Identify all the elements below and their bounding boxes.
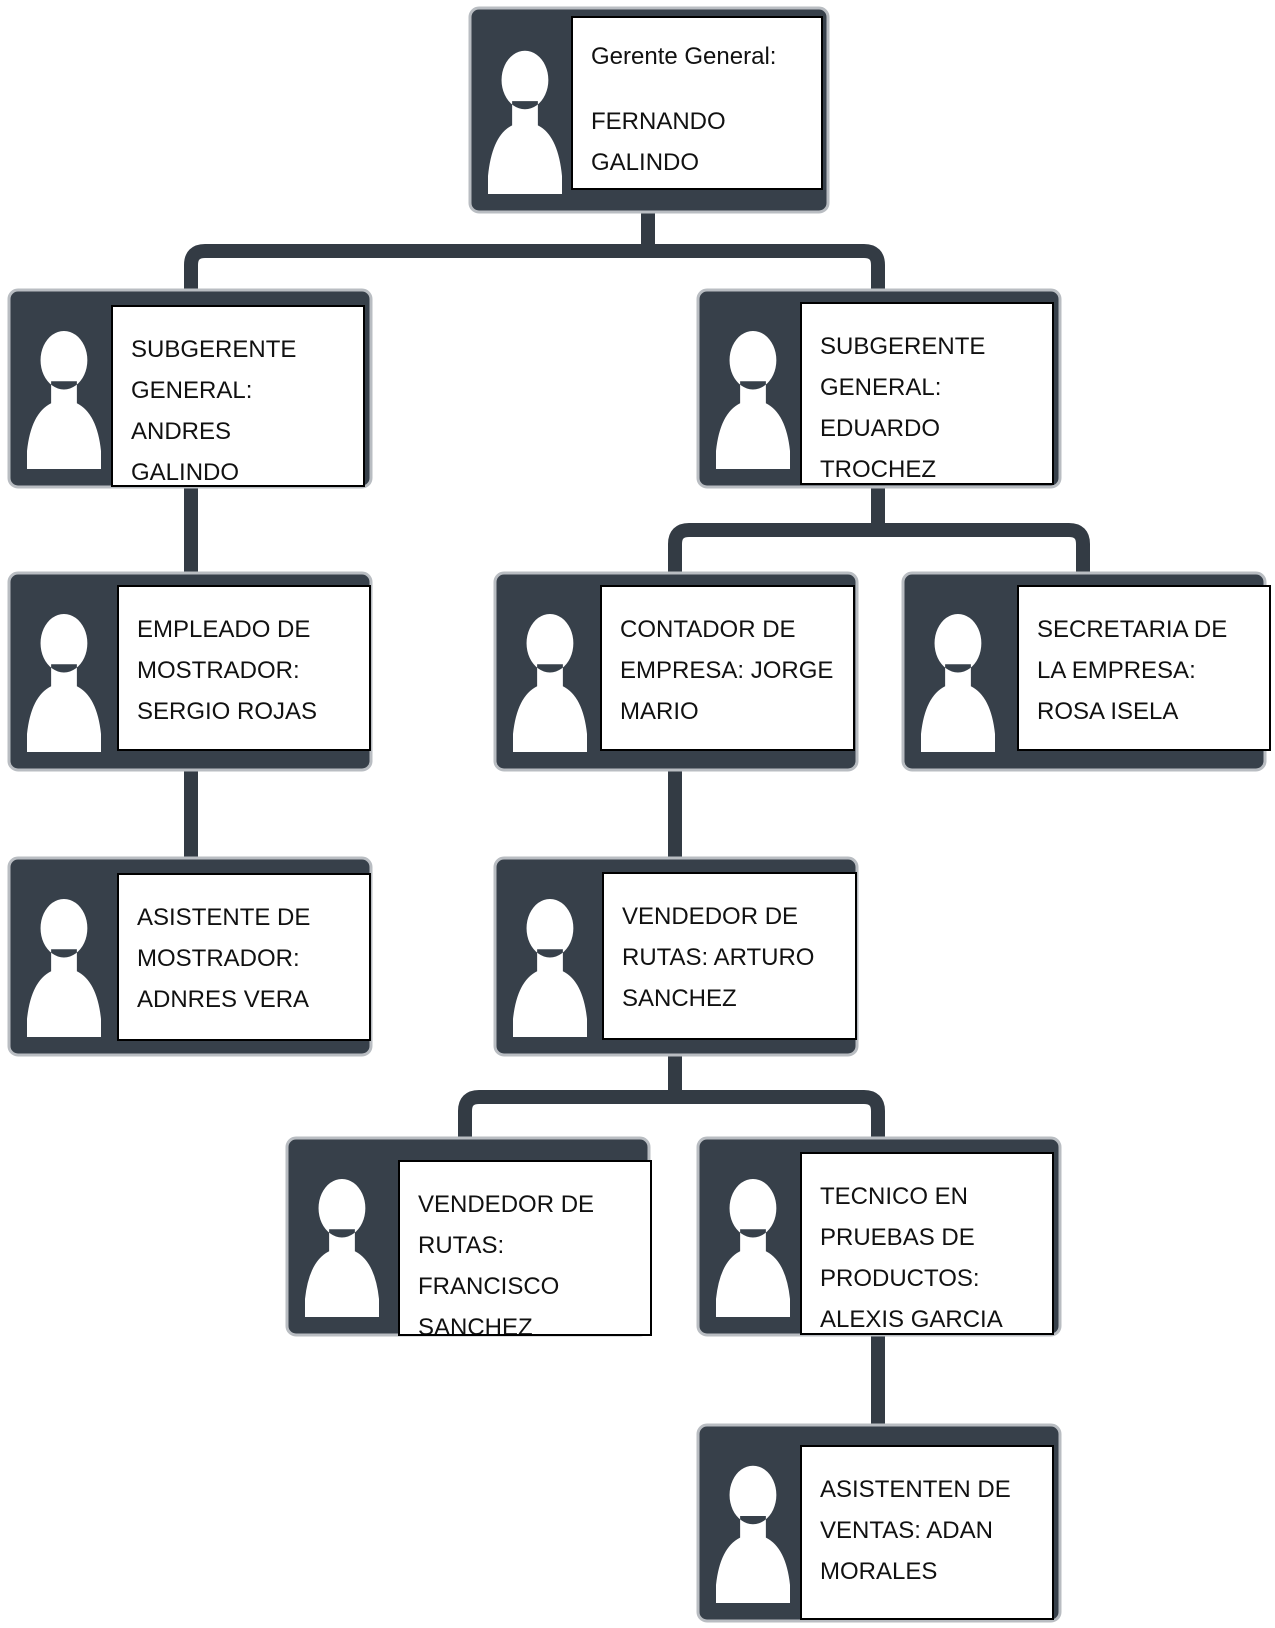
org-label-line: TROCHEZ xyxy=(820,456,936,483)
org-label-line: PRODUCTOS: xyxy=(820,1265,980,1292)
org-label-line: SUBGERENTE xyxy=(131,336,297,363)
org-label-line: ALEXIS GARCIA xyxy=(820,1306,1003,1333)
org-label-box: SECRETARIA DE LA EMPRESA: ROSA ISELA xyxy=(1017,585,1271,751)
org-label-line: MOSTRADOR: xyxy=(137,657,300,684)
org-label-line: MARIO xyxy=(620,698,699,725)
org-label-line: ROSA ISELA xyxy=(1037,698,1179,725)
org-label-box: SUBGERENTE GENERAL: ANDRES GALINDO xyxy=(111,305,365,487)
person-silhouette-icon xyxy=(921,613,995,752)
person-silhouette-icon xyxy=(513,898,587,1037)
org-label-line: VENDEDOR DE xyxy=(622,903,799,930)
org-label-line: MORALES xyxy=(820,1558,938,1585)
org-label-line: LA EMPRESA: xyxy=(1037,657,1196,684)
org-label-line: RUTAS: xyxy=(418,1232,505,1259)
org-label-line: RUTAS: ARTURO xyxy=(622,944,815,971)
person-silhouette-icon xyxy=(716,1178,790,1317)
org-label-line: SANCHEZ xyxy=(418,1314,533,1336)
person-silhouette-icon xyxy=(27,898,101,1037)
org-label-line: EMPLEADO DE xyxy=(137,616,311,643)
org-label-line: ADNRES VERA xyxy=(137,986,310,1013)
person-silhouette-icon xyxy=(716,330,790,469)
org-label-line: GALINDO xyxy=(131,459,240,486)
person-silhouette-icon xyxy=(27,330,101,469)
org-label-box: ASISTENTEN DE VENTAS: ADAN MORALES xyxy=(800,1445,1054,1620)
person-silhouette-icon xyxy=(716,1465,790,1603)
org-label-line: PRUEBAS DE xyxy=(820,1224,975,1251)
org-label-line: FRANCISCO xyxy=(418,1273,560,1300)
org-label-line: SERGIO ROJAS xyxy=(137,698,318,725)
org-label-line: EDUARDO xyxy=(820,415,941,442)
connector-bus xyxy=(668,523,1090,580)
org-label-line: SUBGERENTE xyxy=(820,333,986,360)
org-label-line: EMPRESA: JORGE xyxy=(620,657,834,684)
org-label-line: ASISTENTE DE xyxy=(137,904,311,931)
org-label-line: VENTAS: ADAN xyxy=(820,1517,993,1544)
connector-bus xyxy=(184,244,885,297)
org-label-box: EMPLEADO DE MOSTRADOR: SERGIO ROJAS xyxy=(117,585,371,751)
org-label-line: Gerente General: xyxy=(591,43,777,70)
org-label-line: VENDEDOR DE xyxy=(418,1191,595,1218)
person-silhouette-icon xyxy=(27,613,101,752)
person-silhouette-icon xyxy=(513,613,587,752)
org-label-line: ASISTENTEN DE xyxy=(820,1476,1011,1503)
person-silhouette-icon xyxy=(488,50,562,194)
org-label-line: CONTADOR DE xyxy=(620,616,796,643)
connector-bus xyxy=(458,1090,885,1145)
org-label-box: CONTADOR DE EMPRESA: JORGE MARIO xyxy=(600,585,855,751)
org-label-box: VENDEDOR DE RUTAS: ARTURO SANCHEZ xyxy=(602,872,857,1040)
org-label-box: VENDEDOR DE RUTAS: FRANCISCO SANCHEZ xyxy=(398,1160,652,1336)
org-label-line: SECRETARIA DE xyxy=(1037,616,1228,643)
org-label-box: Gerente General: FERNANDO GALINDO xyxy=(571,16,823,190)
org-label-line: MOSTRADOR: xyxy=(137,945,300,972)
org-label-line: GENERAL: xyxy=(131,377,253,404)
org-label-box: SUBGERENTE GENERAL: EDUARDO TROCHEZ xyxy=(800,302,1054,485)
org-label-line: ANDRES xyxy=(131,418,232,445)
person-silhouette-icon xyxy=(305,1178,379,1317)
org-label-line: TECNICO EN xyxy=(820,1183,969,1210)
org-label-line: GENERAL: xyxy=(820,374,942,401)
org-label-line: SANCHEZ xyxy=(622,985,737,1012)
org-label-line: FERNANDO xyxy=(591,108,726,135)
org-label-box: TECNICO EN PRUEBAS DE PRODUCTOS: ALEXIS GAR… xyxy=(800,1152,1054,1335)
org-label-line: GALINDO xyxy=(591,149,700,176)
org-label-box: ASISTENTE DE MOSTRADOR: ADNRES VERA xyxy=(117,873,371,1041)
